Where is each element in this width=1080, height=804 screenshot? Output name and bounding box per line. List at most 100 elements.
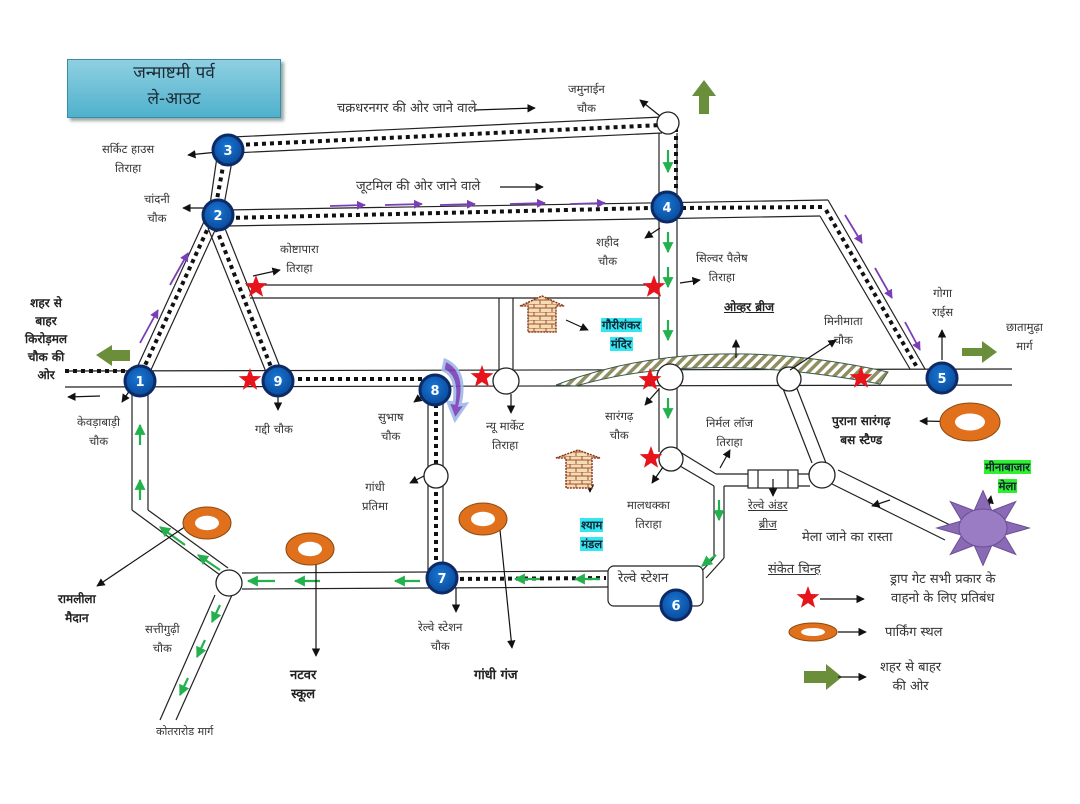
gandhi-pratima-roundabout	[423, 463, 449, 489]
drop-gate-star-icon	[638, 368, 662, 390]
legend-item-parking: पार्किंग स्थल	[885, 625, 943, 640]
node-number: 9	[273, 375, 282, 390]
node-number: 1	[135, 375, 144, 390]
node-9: 9	[261, 364, 295, 398]
roads	[64, 116, 1013, 721]
pointer-arrows	[67, 99, 994, 657]
label-chhatamudha-marg: छातामुढ़ामार्ग	[1006, 320, 1043, 353]
legend-parking-ring-icon	[788, 622, 838, 642]
label-kewdabadi-chowk: केवड़ाबाड़ीचौक	[77, 415, 121, 448]
title-line-1: जन्माष्टमी पर्व	[133, 63, 215, 83]
exit-arrows	[96, 80, 997, 690]
exit-arrow-north-icon	[692, 80, 716, 114]
node-number: 3	[223, 144, 232, 159]
node-3: 3	[211, 133, 245, 167]
shyam-mandal-temple-icon	[555, 449, 601, 489]
mela-junction-roundabout	[808, 461, 836, 489]
label-ramleela-maidan: रामलीलामैदान	[58, 592, 96, 625]
gaurishankar-temple-icon	[519, 295, 565, 333]
meenabazar-mela-icon	[934, 489, 1031, 567]
node-8: 8	[418, 373, 452, 407]
drop-gate-star-icon	[639, 446, 663, 468]
sattiguddi-roundabout	[215, 569, 243, 597]
numbered-nodes: 1 2 3 4 5 6 7 8 9	[123, 133, 959, 622]
label-gaddi-chowk: गद्दी चौक	[255, 422, 293, 436]
node-number: 7	[437, 572, 446, 587]
label-overbridge: ओव्हर ब्रीज	[724, 300, 775, 314]
node-number: 8	[430, 384, 439, 399]
drop-gate-star-icon	[849, 366, 873, 388]
node-5: 5	[925, 361, 959, 395]
drop-gate-star-icon	[244, 275, 268, 297]
title-line-2: ले-आउट	[147, 89, 201, 109]
parking-ring-icon	[939, 402, 1001, 442]
drop-gate-star-icon	[642, 275, 666, 297]
drop-gate-star-icon	[470, 365, 494, 387]
parking-rings	[182, 402, 1001, 642]
label-gandhi-pratima: गांधीप्रतिमा	[362, 480, 388, 513]
node-4: 4	[650, 190, 684, 224]
node-number: 5	[937, 372, 946, 387]
node-6: 6	[659, 588, 693, 622]
label-koshtapara: कोष्टापारातिराहा	[280, 242, 319, 275]
node-number: 4	[662, 201, 671, 216]
parking-ring-icon	[458, 502, 508, 536]
node-2: 2	[201, 198, 235, 232]
sarangarh-roundabout	[656, 363, 684, 391]
node-1: 1	[123, 364, 157, 398]
maldhakka-roundabout	[658, 446, 684, 472]
label-minimata-chowk: मिनीमाताचौक	[824, 314, 863, 347]
label-mela-route: मेला जाने का रास्ता	[802, 530, 893, 545]
label-goga-rice: गोगाराईस	[932, 286, 954, 319]
label-railway-station: रेल्वे स्टेशन	[618, 571, 669, 586]
drop-gate-star-icon	[238, 368, 262, 390]
label-purana-sarangarh-bus-stand: पुराना सारंगढ़बस स्टैण्ड	[832, 414, 891, 447]
exit-arrow-west-icon	[96, 345, 130, 366]
label-kotraroad-marg: कोतरारोड मार्ग	[156, 725, 214, 738]
legend-red-star-icon	[796, 586, 820, 608]
over-bridge	[555, 353, 889, 387]
legend-pointers	[820, 594, 867, 682]
node-7: 7	[425, 561, 459, 595]
label-sarangarh-chowk: सारंगढ़चौक	[605, 409, 634, 442]
legend-title: संकेत चिन्ह	[768, 562, 821, 577]
u-turn-icon	[441, 357, 470, 424]
legend-item-drop-gate: ड्राप गेट सभी प्रकार केवाहनो के लिए प्रत…	[890, 572, 996, 606]
procession-route	[65, 120, 920, 581]
label-chakradharnagar: चक्रधरनगर की ओर जाने वाले	[337, 101, 477, 116]
label-gandhi-ganj: गांधी गंज	[474, 668, 518, 683]
parking-ring-icon	[182, 506, 232, 540]
label-chandni-chowk: चांदनीचौक	[144, 192, 170, 225]
node-number: 6	[671, 599, 680, 614]
parking-ring-icon	[285, 532, 335, 566]
drop-gate-stars	[238, 275, 873, 608]
exit-arrow-east-icon	[962, 341, 997, 363]
jamunain-roundabout	[656, 111, 680, 135]
map-title-box: जन्माष्टमी पर्व ले-आउट	[67, 59, 281, 118]
node-number: 2	[213, 209, 222, 224]
label-sattiguddi-chowk: सत्तीगुढ़ीचौक	[145, 622, 180, 655]
roundabouts	[215, 111, 836, 597]
legend-exit-arrow-icon	[804, 664, 842, 690]
label-maldhakka: मालधक्कातिराहा	[627, 498, 670, 531]
minimata-roundabout	[776, 366, 802, 392]
purple-flow-arrows	[139, 198, 921, 351]
main-road-bottom-edge	[64, 384, 1013, 388]
label-jutemill: जूटमिल की ओर जाने वाले	[356, 179, 481, 194]
